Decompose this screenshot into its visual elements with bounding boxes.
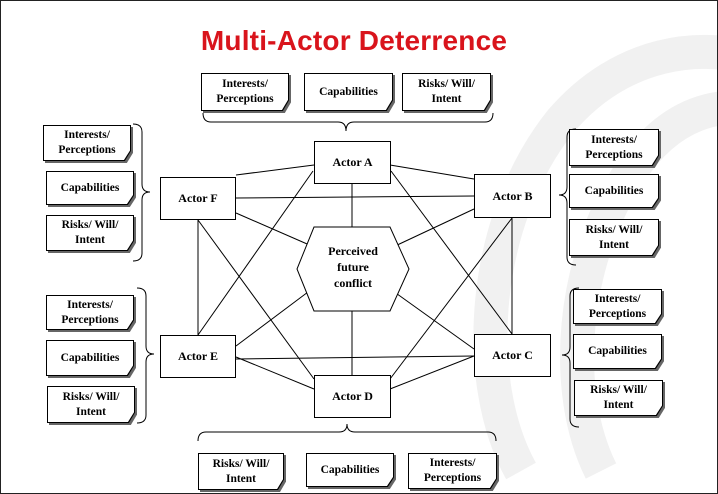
edge-a-f [235, 164, 315, 176]
factor-box-bottom-risks: Risks/ Will/ Intent [198, 453, 286, 492]
actor-d-box: Actor D [314, 375, 391, 418]
edge-f-hub [235, 212, 315, 248]
bracket-bottom [197, 423, 497, 442]
edge-c-d [389, 355, 475, 390]
factor-box-bottom-capabilities: Capabilities [306, 453, 396, 489]
factor-box-e-capabilities: Capabilities [46, 340, 136, 378]
factor-box-b-interests: Interests/ Perceptions [569, 129, 661, 168]
edge-c-hub [392, 290, 475, 350]
factor-box-top-risks: Risks/ Will/ Intent [402, 73, 493, 113]
actor-c-box: Actor C [474, 334, 551, 377]
bracket-right-c [561, 287, 580, 428]
edge-a-b [389, 164, 475, 180]
factor-box-top-interests: Interests/ Perceptions [201, 73, 291, 113]
bracket-top [202, 112, 494, 132]
edge-a-c [390, 170, 513, 335]
actor-e-box: Actor E [160, 335, 236, 378]
factor-box-b-capabilities: Capabilities [569, 174, 661, 210]
edge-b-d [389, 217, 513, 380]
factor-box-f-interests: Interests/ Perceptions [43, 125, 133, 163]
hub-hexagon [296, 226, 410, 312]
factor-box-c-interests: Interests/ Perceptions [573, 289, 664, 326]
bracket-left-f [132, 123, 151, 262]
factor-box-top-capabilities: Capabilities [304, 73, 395, 113]
edge-f-d [197, 219, 315, 380]
edge-e-c [235, 355, 475, 360]
factor-box-f-capabilities: Capabilities [46, 171, 136, 207]
actor-f-box: Actor F [160, 177, 236, 220]
factor-box-e-interests: Interests/ Perceptions [46, 295, 136, 332]
edge-b-hub [392, 208, 475, 248]
diagram-title: Multi-Actor Deterrence [200, 25, 508, 56]
factor-box-bottom-interests: Interests/ Perceptions [408, 453, 499, 491]
actor-a-box: Actor A [314, 141, 391, 184]
edge-e-hub [235, 288, 313, 347]
edge-e-d [235, 356, 315, 390]
bracket-right-b [558, 128, 577, 266]
edge-a-e [197, 170, 314, 336]
factor-box-c-capabilities: Capabilities [573, 334, 664, 371]
hub-label: Perceived future conflict [328, 244, 378, 290]
factor-box-b-risks: Risks/ Will/ Intent [569, 219, 661, 258]
actor-b-box: Actor B [474, 174, 551, 218]
factor-box-e-risks: Risks/ Will/ Intent [47, 386, 137, 425]
factor-box-f-risks: Risks/ Will/ Intent [46, 215, 136, 253]
bracket-left-e [136, 287, 155, 424]
factor-box-c-risks: Risks/ Will/ Intent [574, 380, 665, 418]
edge-f-b [235, 195, 475, 199]
